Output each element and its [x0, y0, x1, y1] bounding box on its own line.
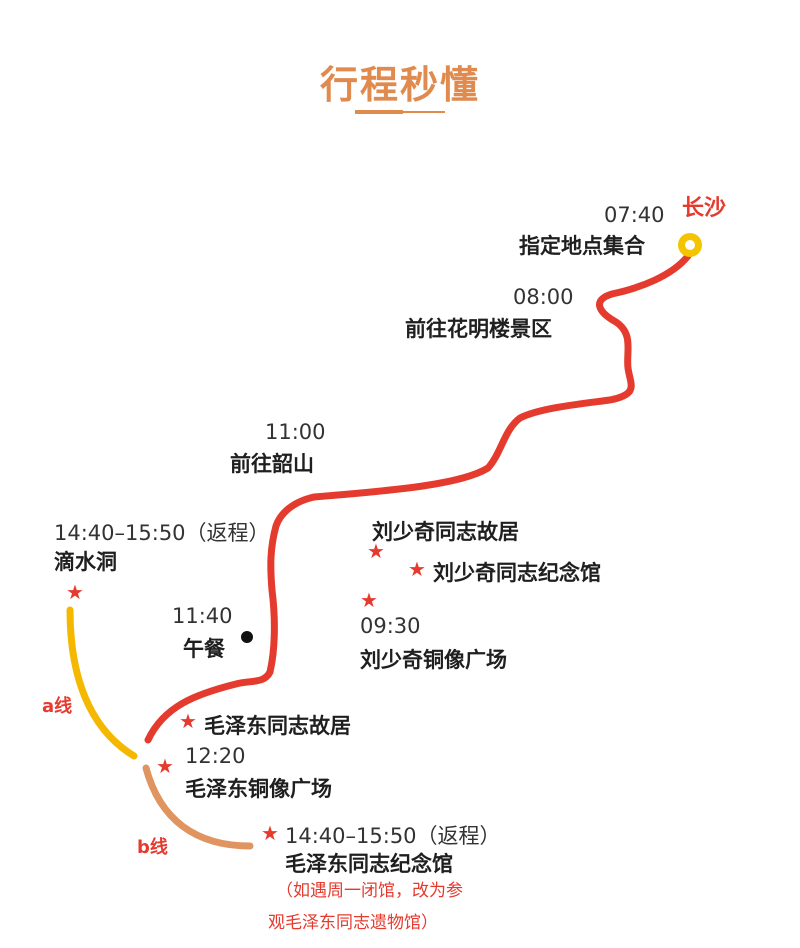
huaming-time: 08:00 — [513, 285, 574, 309]
lunch-dot-icon — [241, 631, 253, 643]
route-b-line — [142, 764, 254, 850]
mao-statue-place: 毛泽东铜像广场 — [185, 777, 332, 801]
liu-memorial-place: 刘少奇同志纪念馆 — [433, 561, 601, 585]
mao-memorial-place: 毛泽东同志纪念馆 — [285, 852, 453, 876]
liu-statue-place: 刘少奇铜像广场 — [360, 648, 507, 672]
line-a-label: a线 — [42, 696, 73, 717]
liu-statue-star-icon: ★ — [360, 588, 378, 612]
shaoshan-place: 前往韶山 — [230, 452, 314, 476]
mao-memorial-note-line1: （如遇周一闭馆，改为参 — [276, 881, 463, 901]
huaming-place: 前往花明楼景区 — [405, 317, 552, 341]
start-city: 长沙 — [682, 196, 727, 221]
mao-memorial-time: 14:40–15:50（返程） — [285, 824, 501, 848]
route-a-line — [66, 606, 138, 760]
lunch-time: 11:40 — [172, 604, 233, 628]
dishuidong-place: 滴水洞 — [54, 550, 117, 574]
start-pin-icon — [678, 233, 702, 257]
route-main-line — [144, 252, 692, 744]
mao-memorial-star-icon: ★ — [261, 821, 279, 845]
shaoshan-time: 11:00 — [265, 420, 326, 444]
liu-statue-time: 09:30 — [360, 614, 421, 638]
start-place: 指定地点集合 — [519, 234, 645, 258]
dishuidong-star-icon: ★ — [66, 580, 84, 604]
mao-memorial-note-line2: 观毛泽东同志遗物馆） — [268, 913, 438, 933]
mao-statue-time: 12:20 — [185, 744, 246, 768]
line-b-label: b线 — [137, 837, 168, 858]
mao-statue-star-icon: ★ — [156, 754, 174, 778]
mao-former-place: 毛泽东同志故居 — [204, 714, 351, 738]
dishuidong-time: 14:40–15:50（返程） — [54, 521, 270, 545]
lunch-place: 午餐 — [183, 637, 225, 661]
start-time: 07:40 — [604, 203, 665, 227]
page-title: 行程秒懂 — [319, 63, 480, 107]
liu-former-place: 刘少奇同志故居 — [372, 520, 519, 544]
liu-memorial-star-icon: ★ — [408, 557, 426, 581]
mao-former-star-icon: ★ — [179, 709, 197, 733]
title-underline — [355, 110, 445, 116]
liu-former-star-icon: ★ — [367, 539, 385, 563]
